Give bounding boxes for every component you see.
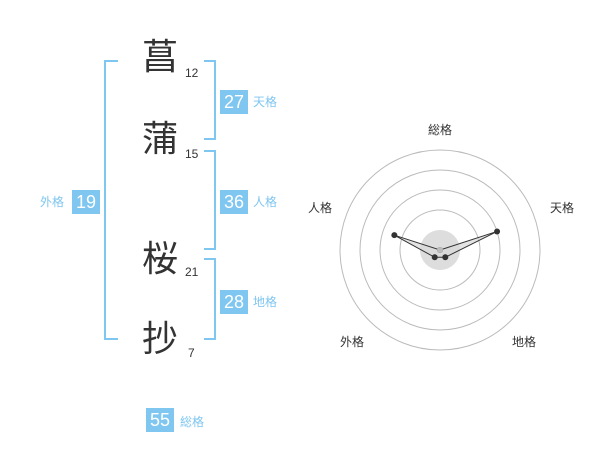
radar-label-chikaku: 地格 xyxy=(512,334,536,349)
name-char-2: 蒲 xyxy=(142,119,179,160)
radar-point-3 xyxy=(442,254,449,261)
tenkaku-score: 27 xyxy=(220,90,248,114)
stroke-count-3: 21 xyxy=(185,265,199,279)
radar-center-dot xyxy=(437,247,443,253)
name-char-3: 桜 xyxy=(142,239,179,280)
gaikaku-score: 19 xyxy=(72,190,100,214)
tenkaku-label: 天格 xyxy=(253,95,278,109)
jinkaku-score: 36 xyxy=(220,190,248,214)
radar-ring-2 xyxy=(359,169,521,331)
chikaku-bracket xyxy=(204,258,216,340)
radar-point-5 xyxy=(391,232,398,239)
stroke-count-2: 15 xyxy=(185,147,199,161)
jinkaku-label: 人格 xyxy=(253,195,278,209)
name-char-1: 菖 xyxy=(142,37,179,78)
fortune-radar-chart: 総格 天格 地格 外格 人格 xyxy=(308,122,574,351)
radar-label-jinkaku: 人格 xyxy=(308,200,332,215)
radar-points xyxy=(391,228,501,261)
radar-shape xyxy=(394,230,498,258)
radar-label-soukaku: 総格 xyxy=(428,122,452,137)
chikaku-score: 28 xyxy=(220,290,248,314)
jinkaku-bracket xyxy=(204,150,216,250)
chikaku-label: 地格 xyxy=(253,295,278,309)
stroke-count-4: 7 xyxy=(188,346,195,360)
radar-ring-4 xyxy=(399,209,481,291)
radar-label-tenkaku: 天格 xyxy=(550,200,574,215)
soukaku-label: 総格 xyxy=(180,415,205,429)
gaikaku-label: 外格 xyxy=(40,195,65,209)
radar-polygon xyxy=(394,230,498,258)
radar-point-4 xyxy=(431,254,438,261)
name-char-4: 抄 xyxy=(142,319,179,360)
stroke-count-1: 12 xyxy=(185,66,199,80)
soukaku-score: 55 xyxy=(146,408,174,432)
gaikaku-bracket xyxy=(104,60,118,340)
tenkaku-bracket xyxy=(204,60,216,140)
radar-ring-3 xyxy=(379,189,501,311)
radar-point-2 xyxy=(494,228,501,235)
radar-label-gaikaku: 外格 xyxy=(340,334,364,349)
radar-ring-1 xyxy=(339,149,541,351)
